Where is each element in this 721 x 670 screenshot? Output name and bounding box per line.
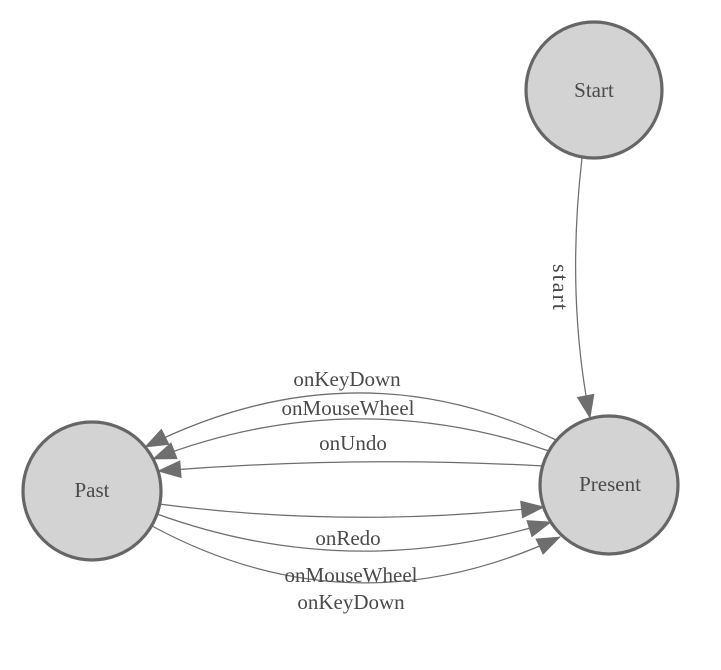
edge-label-onkeydown-lower: onKeyDown [297,590,405,614]
edge-label-start: start [548,264,573,312]
edge-label-onredo: onRedo [315,526,380,550]
edge-present-to-past-onundo [157,460,544,479]
state-label-past: Past [74,478,109,502]
edge-past-to-present-onmousewheel [156,513,552,552]
state-label-present: Present [579,472,641,496]
state-node-present[interactable]: Present [538,414,680,556]
edge-past-to-present-onkeydown [151,525,561,584]
state-circle-past[interactable] [21,420,163,562]
state-circle-start[interactable] [524,20,664,160]
state-node-past[interactable]: Past [21,420,163,562]
edge-label-onundo: onUndo [319,431,387,455]
edge-past-to-present-onredo [158,500,545,519]
state-node-start[interactable]: Start [524,20,664,160]
edge-label-onmousewheel-lower: onMouseWheel [285,563,418,587]
edge-present-to-past-onkeydown [144,392,557,448]
edge-present-to-past-onmousewheel [152,418,550,460]
edge-label-onmousewheel-upper: onMouseWheel [282,396,415,420]
edge-label-onkeydown-upper: onKeyDown [293,367,401,391]
edge-start-to-present [574,157,595,419]
state-label-start: Start [574,78,614,102]
state-circle-present[interactable] [538,414,680,556]
